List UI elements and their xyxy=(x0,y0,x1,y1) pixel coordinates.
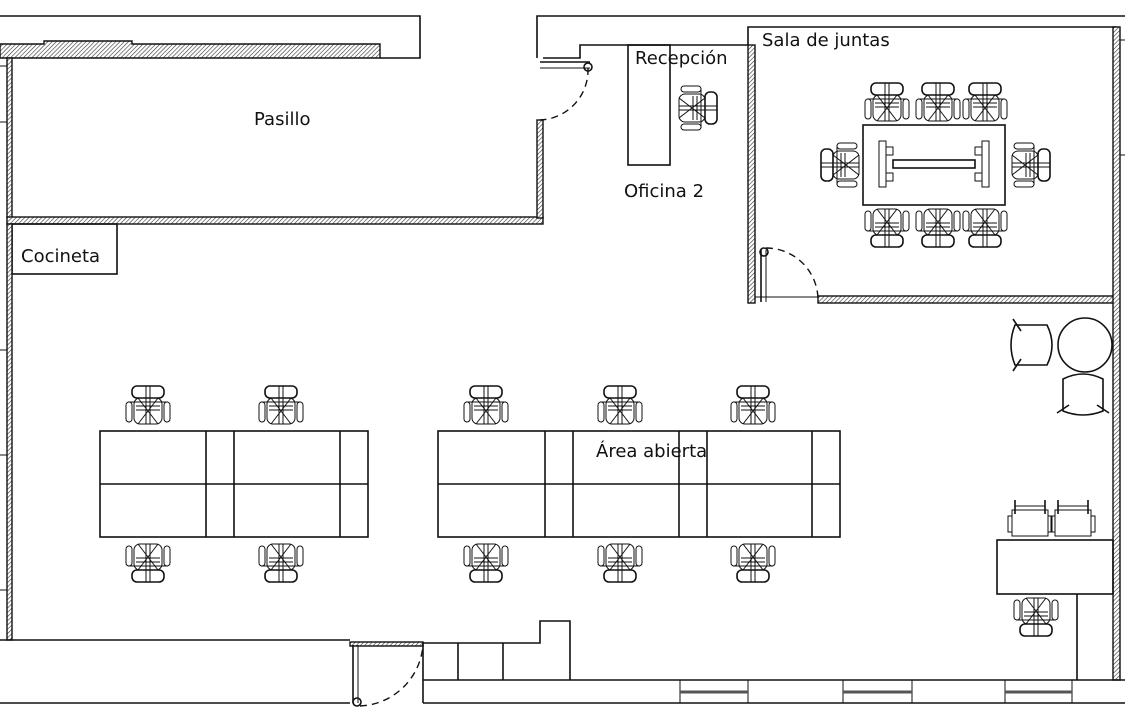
office-chair xyxy=(864,208,910,248)
workstation-cluster-right xyxy=(437,430,841,538)
room-label-area-abierta: Área abierta xyxy=(596,440,707,462)
office-chair xyxy=(258,385,304,425)
side-chair xyxy=(1050,499,1096,537)
workstation-cluster-left xyxy=(99,430,369,538)
office-chair xyxy=(463,543,509,583)
pasillo-door[interactable] xyxy=(539,61,593,121)
round-table xyxy=(1057,317,1113,373)
room-label-recepcion: Recepción xyxy=(635,48,728,69)
office-chair xyxy=(1013,597,1059,637)
office-chair xyxy=(125,543,171,583)
office-chair xyxy=(915,208,961,248)
office-chair xyxy=(864,82,910,122)
office-chair xyxy=(597,543,643,583)
windows xyxy=(679,679,1073,704)
pasillo-walls xyxy=(0,57,544,225)
lounge-chair xyxy=(1010,318,1053,372)
exterior-top-left xyxy=(0,15,421,59)
conference-table xyxy=(862,124,1006,206)
office-chair xyxy=(962,208,1008,248)
office-chair xyxy=(730,543,776,583)
reception-desk xyxy=(627,44,671,166)
office-chair xyxy=(962,82,1008,122)
left-wall xyxy=(6,223,13,641)
side-desk xyxy=(996,539,1114,680)
office-chair xyxy=(730,385,776,425)
office-chair xyxy=(915,82,961,122)
sala-de-juntas-walls xyxy=(747,26,1125,681)
room-label-pasillo: Pasillo xyxy=(254,109,310,130)
bottom-walls xyxy=(0,620,1125,704)
chairs xyxy=(125,82,1110,637)
office-chair xyxy=(678,85,718,131)
room-label-cocineta: Cocineta xyxy=(21,246,100,267)
office-chair xyxy=(1011,142,1051,188)
room-label-oficina-2: Oficina 2 xyxy=(624,181,704,202)
lounge-chair xyxy=(1056,373,1110,416)
sala-de-juntas-door[interactable] xyxy=(755,247,819,302)
main-entrance-door[interactable] xyxy=(352,644,424,707)
room-label-sala-de-juntas: Sala de juntas xyxy=(762,30,890,51)
office-chair xyxy=(597,385,643,425)
office-chair xyxy=(258,543,304,583)
office-chair xyxy=(820,142,860,188)
side-chair xyxy=(1007,499,1053,537)
office-chair xyxy=(125,385,171,425)
office-chair xyxy=(463,385,509,425)
